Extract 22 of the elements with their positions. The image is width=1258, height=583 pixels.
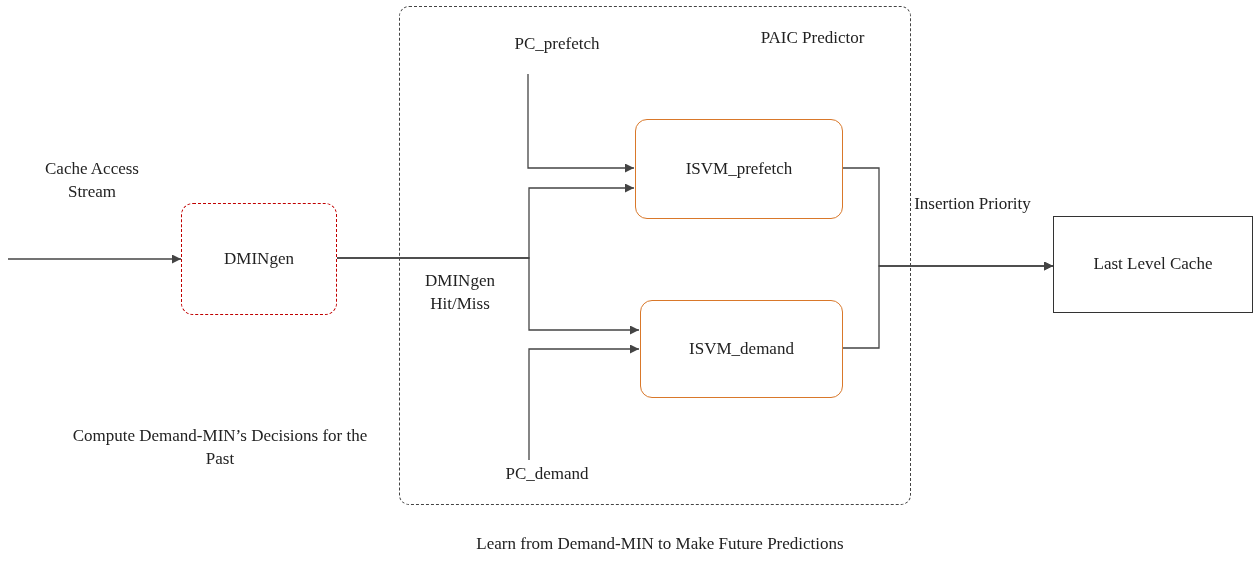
- arrow: [527, 73, 635, 173]
- process-box: [181, 203, 337, 315]
- arrow: [841, 261, 1054, 349]
- arrow: [7, 254, 182, 264]
- group-title: PAIC Predictor: [759, 27, 866, 49]
- process-box: [635, 119, 843, 219]
- box-label: ISVM_demand: [688, 337, 795, 360]
- edge-note: DMINgen Hit/Miss: [424, 270, 496, 315]
- edge-note: Insertion Priority: [913, 193, 1032, 215]
- box-label: DMINgen: [223, 247, 295, 270]
- process-box: [640, 300, 843, 398]
- process-box: [1053, 216, 1253, 313]
- node-text: PC_demand: [477, 461, 617, 487]
- arrow: [336, 257, 640, 335]
- node-text: PC_prefetch: [487, 31, 627, 57]
- box-label: ISVM_prefetch: [684, 157, 794, 180]
- arrow: [528, 344, 640, 461]
- caption-text: Compute Demand-MIN’s Decisions for the Past: [71, 425, 369, 470]
- box-label: Last Level Cache: [1092, 253, 1214, 276]
- caption-text: Learn from Demand-MIN to Make Future Predictions: [475, 533, 845, 555]
- input-label: Cache Access Stream: [44, 158, 140, 203]
- dashed-group-box: [399, 6, 911, 505]
